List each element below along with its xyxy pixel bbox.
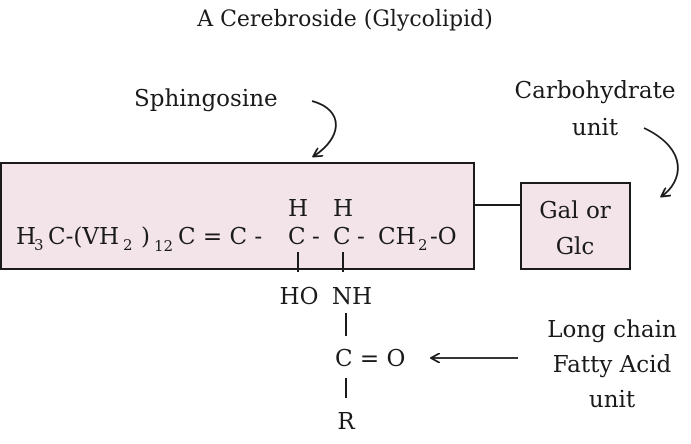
formula-o-end: -O — [430, 224, 457, 250]
sugar-line1: Gal or — [539, 198, 611, 224]
formula-sub-2b: 2 — [418, 236, 428, 254]
sphingosine-box — [0, 162, 475, 270]
amine-group: NH — [332, 284, 372, 310]
formula-c2: C — [333, 224, 351, 250]
formula-sub-3: 3 — [34, 236, 44, 254]
formula-sub-12: 12 — [154, 237, 173, 255]
formula-sub-2a: 2 — [123, 236, 133, 254]
fatty-acid-label-line2: Fatty Acid — [553, 352, 672, 378]
formula-ch: CH — [378, 224, 416, 250]
sphingosine-formula: H 3 C-(VH 2 ) 12 C = C - C - C - CH 2 -O… — [16, 196, 457, 310]
carbohydrate-arrow — [643, 127, 679, 196]
formula-c1: C — [288, 224, 306, 250]
sugar-line2: Glc — [556, 234, 595, 260]
hydroxyl-group: HO — [280, 284, 319, 310]
top-h-1: H — [288, 196, 308, 222]
sugar-box — [520, 182, 631, 270]
fatty-acid-label-line1: Long chain — [547, 317, 677, 343]
formula-paren: ) — [141, 224, 150, 250]
r-group: R — [337, 409, 355, 435]
sphingosine-label: Sphingosine — [134, 86, 278, 112]
formula-chain: C = C - — [178, 224, 262, 250]
formula-h: H — [16, 224, 36, 250]
fatty-acid-label-line3: unit — [589, 387, 636, 413]
carbonyl-group: C = O — [335, 346, 405, 372]
formula-c-vh: C-(VH — [48, 224, 119, 250]
sphingosine-arrow — [312, 100, 337, 156]
carbohydrate-label-line2: unit — [572, 115, 619, 141]
diagram-title: A Cerebroside (Glycolipid) — [196, 7, 493, 32]
carbohydrate-label-line1: Carbohydrate — [515, 78, 676, 104]
formula-dash2: - — [357, 224, 365, 250]
top-h-2: H — [333, 196, 353, 222]
formula-dash1: - — [312, 224, 320, 250]
